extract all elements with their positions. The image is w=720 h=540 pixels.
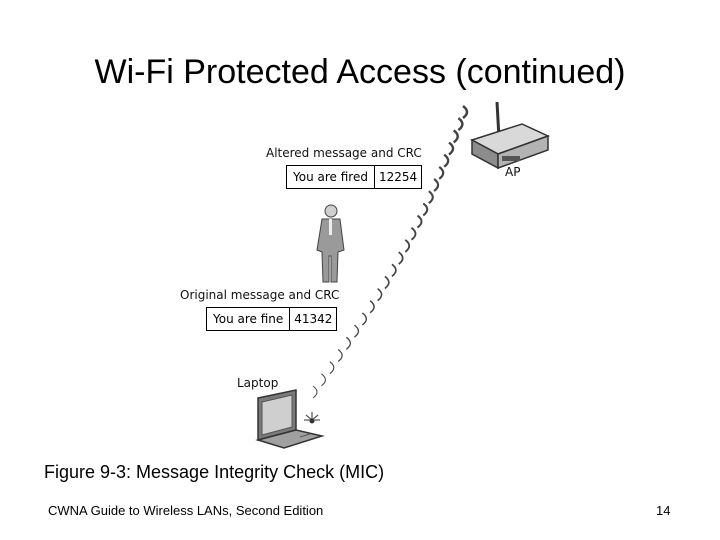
footer-text: CWNA Guide to Wireless LANs, Second Edit… xyxy=(48,503,324,518)
signal-arc xyxy=(329,361,335,375)
page-number: 14 xyxy=(656,503,671,518)
signal-arc xyxy=(416,214,423,229)
signal-arc xyxy=(377,287,383,302)
figure-caption: Figure 9-3: Message Integrity Check (MIC… xyxy=(44,462,385,482)
signal-waves xyxy=(312,104,469,399)
signal-arc xyxy=(410,226,417,241)
signal-arc xyxy=(321,373,326,387)
signal-arc xyxy=(443,153,450,168)
original-crc: 41342 xyxy=(294,312,333,326)
signal-arc xyxy=(462,104,469,120)
signal-arc xyxy=(433,178,440,192)
signal-arc xyxy=(448,141,455,156)
ap-label: AP xyxy=(505,165,521,179)
original-heading: Original message and CRC xyxy=(180,288,340,302)
altered-crc: 12254 xyxy=(378,170,418,184)
signal-arc xyxy=(428,190,434,205)
signal-arc xyxy=(369,300,375,314)
signal-arc xyxy=(391,263,397,277)
signal-arc xyxy=(398,251,404,265)
slide-title: Wi-Fi Protected Access (continued) xyxy=(94,53,626,91)
person-icon xyxy=(316,204,345,283)
original-message: You are fine xyxy=(207,308,291,330)
signal-arc xyxy=(452,129,459,144)
signal-arc xyxy=(384,275,390,290)
signal-arc xyxy=(457,117,464,132)
altered-message: You are fired xyxy=(287,166,375,188)
original-message-box: You are fine 41342 xyxy=(206,307,338,331)
signal-arc xyxy=(354,324,360,338)
laptop-label: Laptop xyxy=(237,376,279,390)
altered-heading: Altered message and CRC xyxy=(266,146,422,160)
signal-arc xyxy=(345,336,351,350)
signal-wave-icon xyxy=(304,412,320,424)
laptop-icon xyxy=(255,389,325,449)
signal-arc xyxy=(404,239,411,253)
altered-message-box: You are fired 12254 xyxy=(286,165,423,189)
signal-arc xyxy=(337,348,343,362)
access-point-icon xyxy=(470,101,550,170)
signal-arc xyxy=(312,385,318,399)
signal-arc xyxy=(422,202,429,217)
signal-arc xyxy=(438,165,445,180)
signal-arc xyxy=(361,312,368,326)
